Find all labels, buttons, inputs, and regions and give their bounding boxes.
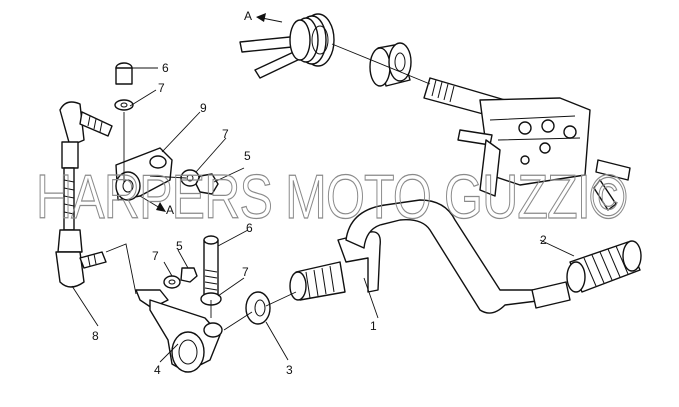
callout-6-upper: 6	[162, 61, 169, 75]
callout-5-lower: 5	[176, 239, 183, 253]
callout-7-lower-right: 7	[242, 265, 249, 279]
callout-3: 3	[286, 363, 293, 377]
upper-washer-nut	[180, 169, 219, 195]
callout-6-lower: 6	[246, 221, 253, 235]
arrow-a-top: A	[244, 9, 283, 23]
callout-7-lower-left: 7	[152, 249, 159, 263]
bushing-ring	[369, 42, 412, 87]
arrow-a-top-label: A	[244, 9, 252, 23]
arrow-a-rod: A	[139, 195, 174, 217]
upper-bolt	[114, 62, 134, 111]
callout-leaders	[71, 67, 575, 363]
callout-1: 1	[370, 319, 377, 333]
linkage-bracket	[115, 147, 173, 201]
callout-7-middle: 7	[222, 127, 229, 141]
callout-7-upper: 7	[158, 81, 165, 95]
callout-8: 8	[92, 329, 99, 343]
linkage-rod	[55, 101, 113, 288]
gear-selector-shaft	[423, 77, 631, 211]
callout-9: 9	[200, 101, 207, 115]
lever-arm-bolt	[203, 235, 219, 301]
callout-numbers: 1 2 3 4 5 5 6 6 7 7 7 7 8 9	[92, 61, 547, 377]
gear-lever	[289, 199, 571, 314]
selector-spring-assembly	[239, 13, 335, 79]
watermark: HARPERS MOTO GUZZI©	[36, 163, 626, 232]
lower-washers-nut	[163, 267, 222, 306]
washer-3	[245, 291, 271, 325]
assembly-axes	[105, 43, 431, 331]
arrow-a-rod-label: A	[166, 203, 174, 217]
lever-arm	[135, 289, 223, 373]
callout-5-upper: 5	[244, 149, 251, 163]
footpeg-rubber	[566, 240, 642, 293]
callout-4: 4	[154, 363, 161, 377]
callout-2: 2	[540, 233, 547, 247]
